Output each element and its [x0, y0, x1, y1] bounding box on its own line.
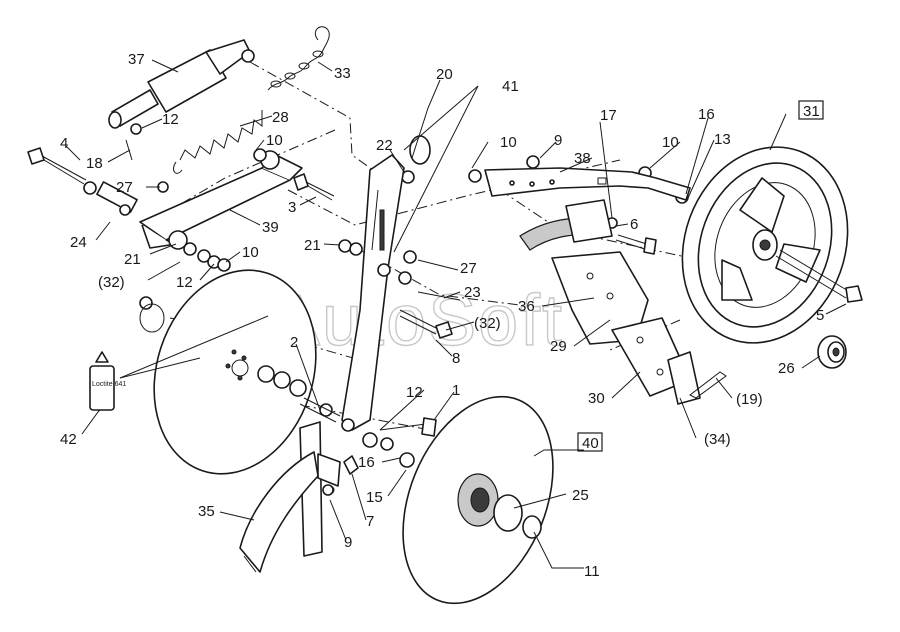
loctite-bottle: Loctite 641: [89, 351, 126, 411]
part-label: 39: [262, 219, 279, 236]
part-label: 11: [584, 563, 600, 580]
part-label: 17: [600, 107, 617, 124]
cotter-pin-part: [689, 371, 727, 399]
bolts-left: [27, 147, 335, 201]
part-label: 7: [366, 513, 374, 530]
part-label: 5: [816, 307, 824, 324]
part-number-labels: 37 33 12 4 18 28 10 27 39 3 24 21 (32) 1…: [60, 51, 824, 580]
part-label: 33: [334, 65, 351, 82]
label-40: 40: [582, 435, 599, 452]
part-label: 41: [502, 78, 519, 95]
part-label: 12: [176, 274, 193, 291]
part-label: 1: [452, 382, 460, 399]
part-label: 10: [500, 134, 517, 151]
part-label: 20: [436, 66, 453, 83]
part-label: (32): [474, 315, 501, 332]
bolt-6-part: [615, 234, 657, 255]
bolts-lower: [322, 455, 359, 496]
part-label: 21: [124, 251, 141, 268]
part-label: 21: [304, 237, 321, 254]
part-label: (34): [704, 431, 731, 448]
bracket-part: [484, 167, 691, 201]
part-label: 42: [60, 431, 77, 448]
part-label: 30: [588, 390, 605, 407]
wheel-part: [681, 146, 849, 344]
part-label: 35: [198, 503, 215, 520]
spring-part: [173, 110, 263, 174]
part-label: 36: [518, 298, 535, 315]
part-label: 10: [242, 244, 259, 261]
leader-lines: [65, 59, 847, 569]
part-label: (32): [98, 274, 125, 291]
part-label: 2: [290, 334, 298, 351]
left-disc-part: [139, 269, 341, 475]
part-label: 12: [406, 384, 423, 401]
right-disc-part: [402, 395, 554, 605]
part-label: 15: [366, 489, 383, 506]
part-label: 26: [778, 360, 795, 377]
part-label: 16: [358, 454, 375, 471]
part-label: 24: [70, 234, 87, 251]
loctite-label-text: Loctite 641: [92, 381, 126, 388]
part-label: 10: [266, 132, 283, 149]
part-label: 10: [662, 134, 679, 151]
part-label: 37: [128, 51, 145, 68]
label-40-box: [577, 432, 603, 452]
part-label: (19): [736, 391, 763, 408]
part-label: 18: [86, 155, 103, 172]
part-label: 12: [162, 111, 179, 128]
part-label: 9: [344, 534, 352, 551]
part-label: 28: [272, 109, 289, 126]
part-label: 23: [464, 284, 481, 301]
scraper-plates-part: [519, 199, 701, 405]
part-label: 4: [60, 135, 68, 152]
part-label: 25: [572, 487, 589, 504]
part-label: 13: [714, 131, 731, 148]
label-31: 31: [803, 103, 820, 120]
part-label: 27: [116, 179, 133, 196]
hub-bolt-part: [775, 249, 863, 369]
part-label: 22: [376, 137, 393, 154]
part-label: 27: [460, 260, 477, 277]
part-label: 8: [452, 350, 460, 367]
part-label: 6: [630, 216, 638, 233]
part-label: 3: [288, 199, 296, 216]
watermark: AutoSoft: [272, 281, 564, 361]
part-label: 38: [574, 150, 591, 167]
part-label: 9: [554, 132, 562, 149]
chain-part: [267, 26, 330, 91]
label-31-box: [798, 100, 824, 120]
part-label: 16: [698, 106, 715, 123]
cylinder-part: [108, 39, 255, 129]
part-label: 29: [550, 338, 567, 355]
